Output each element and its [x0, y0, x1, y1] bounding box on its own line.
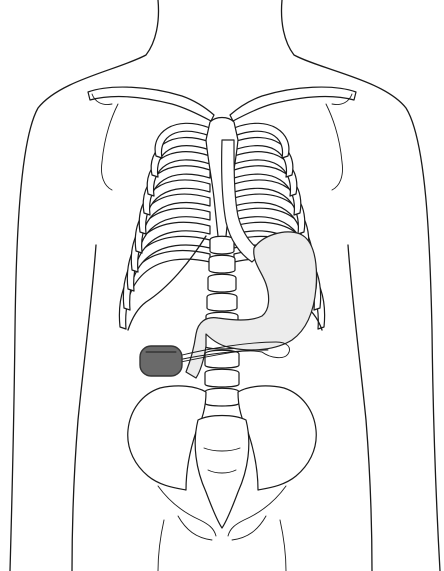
- body-outline-left: [10, 0, 159, 571]
- iliac-left: [128, 386, 206, 490]
- implanted-device: [140, 346, 182, 376]
- arm-line-left: [72, 245, 96, 571]
- vertebra-2: [209, 255, 235, 273]
- femur-line-right: [280, 520, 286, 571]
- vertebra-9: [205, 388, 239, 406]
- vertebra-3: [208, 274, 236, 292]
- ischium-left: [178, 516, 212, 540]
- clavicles: [88, 87, 356, 121]
- vertebra-4: [207, 293, 237, 311]
- pelvis: [128, 386, 317, 571]
- sacrum: [195, 416, 249, 529]
- scapula-left: [101, 104, 118, 190]
- ischium-right: [232, 516, 266, 540]
- iliac-right: [238, 386, 316, 490]
- vertebra-1: [210, 236, 234, 254]
- arm-line-right: [348, 245, 372, 571]
- ribcage-left: [119, 123, 210, 329]
- clavicle-left: [88, 87, 214, 121]
- scapula-right: [326, 104, 343, 190]
- vertebra-8: [205, 369, 239, 387]
- clavicle-right: [230, 87, 356, 121]
- femur-line-left: [158, 520, 164, 571]
